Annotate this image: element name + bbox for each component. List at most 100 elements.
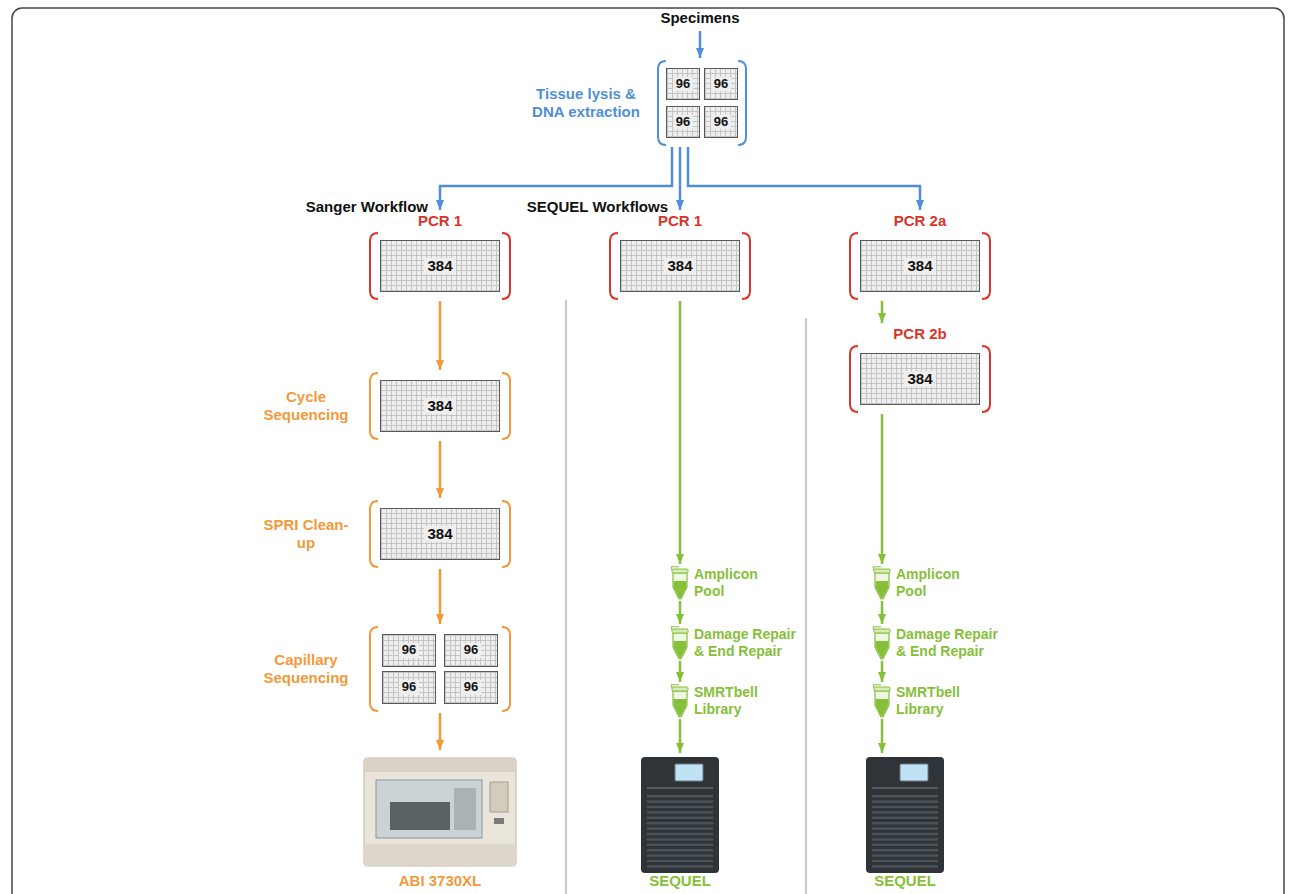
tube-label: Damage Repair & End Repair [694,626,796,659]
tube-body [673,573,687,599]
tube-body [673,633,687,659]
tube-label: Damage Repair & End Repair [896,626,998,659]
flow-arrow [881,661,884,682]
tube-heading: Damage Repair & End Repair [694,626,806,660]
vent [872,844,938,846]
bracket-line [850,346,990,412]
stage-heading: Cycle Sequencing [256,388,356,424]
stage-label: SPRI Clean-up [263,516,348,551]
tube-step: Amplicon Pool [670,566,776,600]
stage-bracket: PCR 2a384 [848,232,992,300]
tube-lid [873,567,881,570]
stage-heading: Capillary Sequencing [256,651,356,687]
flow-arrow [881,414,884,564]
plate-count: 96 [673,115,693,129]
vent [872,806,938,808]
well-plate: 96 [704,106,738,138]
plate-count: 96 [711,77,731,91]
flow-arrow [679,301,682,564]
stage-label: PCR 2b [893,325,946,342]
vent [647,849,713,851]
tube-lid [671,567,679,570]
bracket-line [370,501,510,567]
tube-rim [672,687,688,691]
tube-step: Damage Repair & End Repair [670,626,808,660]
vent [647,860,713,862]
instrument-drawing [625,755,735,873]
well-plate: 96 [666,68,700,100]
plate-count: 384 [424,398,455,415]
vent [872,860,938,862]
vent [872,787,938,789]
plate-count: 96 [461,643,481,657]
column-divider [805,318,807,894]
vent [647,838,713,840]
cabinet [866,757,944,873]
plate-count: 384 [424,258,455,275]
vent [872,817,938,819]
vent [872,833,938,835]
vent [647,822,713,824]
flow-arrow [679,661,682,682]
workflow-title-text: SEQUEL Workflows [527,198,668,215]
tube-lid [671,627,679,630]
tube-heading: Amplicon Pool [694,566,774,600]
bracket-line [370,233,510,299]
well-plate: 384 [380,380,500,432]
inner-arm [454,788,476,830]
inner-deck [390,802,450,830]
tube-label: Amplicon Pool [896,566,960,599]
workflow-title: Sanger Workflow [250,198,428,216]
well-plate: 384 [380,508,500,560]
flow-arrow [439,569,442,624]
stage-bracket: Cycle Sequencing384 [368,372,512,440]
well-plate: 96 [704,68,738,100]
plate-count: 96 [673,77,693,91]
tube-icon [670,684,690,718]
tube-label: Amplicon Pool [694,566,758,599]
stage-heading: Tissue lysis & DNA extraction [524,85,648,121]
specimens-text: Specimens [660,9,739,26]
well-plate: 384 [860,240,980,292]
tube-label: SMRTbell Library [694,684,758,717]
frame-border [12,8,1284,894]
vent [872,811,938,813]
side-panel [490,782,508,812]
flow-arrow [439,713,442,750]
tube-step: SMRTbell Library [670,684,776,718]
tube-icon [872,684,892,718]
stage-heading: SPRI Clean-up [256,516,356,552]
bracket-line [370,627,510,711]
tube-lid [873,627,881,630]
well-plate: 96 [444,671,498,704]
tube-liquid [674,641,687,658]
tube-liquid [876,641,889,658]
vent [872,854,938,856]
flow-arrow [881,719,884,753]
tube-liquid [876,581,889,598]
tube-rim [672,569,688,573]
flow-arrow [688,147,920,210]
bracket-line [370,373,510,439]
stage-label: Cycle Sequencing [263,388,348,423]
tube-rim [874,569,890,573]
vent [872,838,938,840]
well-plate: 96 [382,634,436,667]
flow-arrow [679,147,682,210]
instrument: SEQUEL [850,755,960,890]
stage-bracket: Tissue lysis & DNA extraction96969696 [656,60,748,146]
screen [675,764,703,781]
stage-bracket: PCR 1384 [608,232,752,300]
glass-door [376,780,482,838]
screen [900,764,928,781]
vent [872,865,938,867]
tube-body [875,691,889,717]
stage-label: Tissue lysis & DNA extraction [532,85,640,120]
flow-arrow [679,719,682,753]
tube-heading: SMRTbell Library [694,684,774,718]
tube-icon [872,566,892,600]
stage-label: Capillary Sequencing [263,651,348,686]
plate-count: 96 [711,115,731,129]
stage-heading: PCR 2b [818,325,1022,343]
flow-arrow [439,441,442,498]
